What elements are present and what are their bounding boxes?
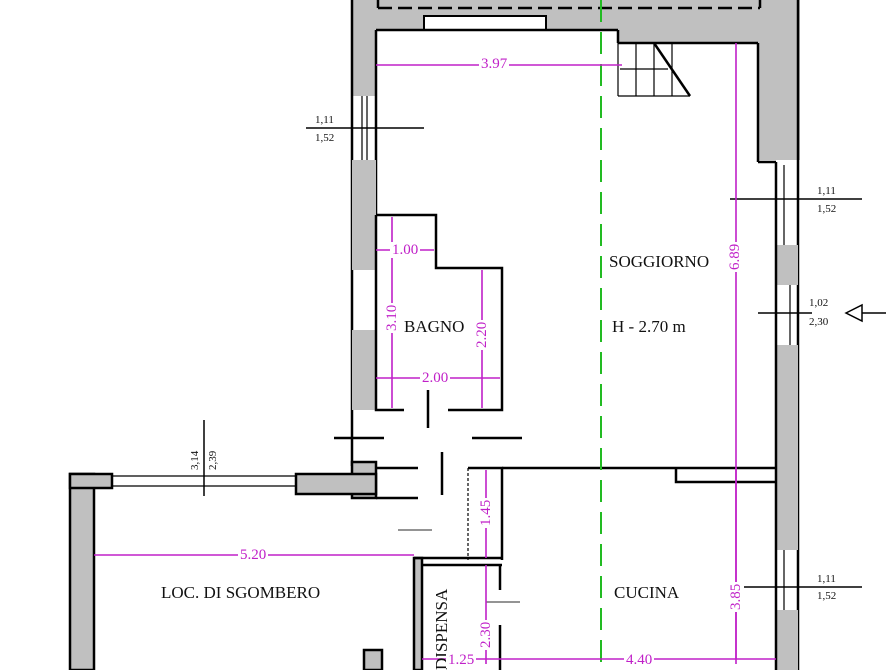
door-right-height: 2,30 <box>809 316 829 328</box>
window-left-top-width: 1,11 <box>315 114 334 126</box>
dim-cucina-length: 3.85 <box>728 581 744 612</box>
window-sgombero-height: 2,39 <box>207 450 219 470</box>
top-wall <box>352 0 800 31</box>
dim-dispensa-length: 2.30 <box>478 619 494 650</box>
bagno-walls <box>374 213 504 412</box>
dim-soggiorno-length: 6.89 <box>727 241 743 272</box>
dispensa-walls <box>362 556 520 670</box>
window-right-top-width: 1,11 <box>817 185 836 197</box>
room-height-note: H - 2.70 m <box>612 317 686 336</box>
window-right-bottom-width: 1,11 <box>817 573 836 585</box>
dim-sgombero-width: 5.20 <box>238 547 269 563</box>
right-wall <box>774 162 798 670</box>
door-right-width: 1,02 <box>809 297 829 309</box>
room-label-cucina: CUCINA <box>614 583 680 602</box>
dim-cucina-width: 4.40 <box>624 652 655 668</box>
dim-bagno-left: 3.10 <box>384 302 400 333</box>
dim-corridor: 1.45 <box>478 497 494 528</box>
room-label-bagno: BAGNO <box>404 317 465 336</box>
staircase <box>617 42 692 97</box>
window-right-top-height: 1,52 <box>817 203 837 215</box>
dim-soggiorno-width: 3.97 <box>479 56 510 72</box>
room-label-loc-sgombero: LOC. DI SGOMBERO <box>161 583 321 602</box>
left-wall-upper <box>350 0 618 466</box>
room-label-soggiorno: SOGGIORNO <box>609 252 710 271</box>
dim-bagno-bottom: 2.00 <box>420 370 451 386</box>
window-sgombero-width: 3,14 <box>189 450 201 470</box>
dim-dispensa-width: 1.25 <box>446 652 477 668</box>
sgombero-walls <box>68 472 378 670</box>
dimension-lines <box>94 43 776 664</box>
top-right-wall <box>616 0 800 670</box>
window-left-top-height: 1,52 <box>315 132 335 144</box>
window-markers <box>203 127 886 588</box>
dim-bagno-top: 1.00 <box>390 242 421 258</box>
dim-bagno-right: 2.20 <box>474 319 490 350</box>
window-right-bottom-height: 1,52 <box>817 590 837 602</box>
corridor <box>334 390 776 560</box>
